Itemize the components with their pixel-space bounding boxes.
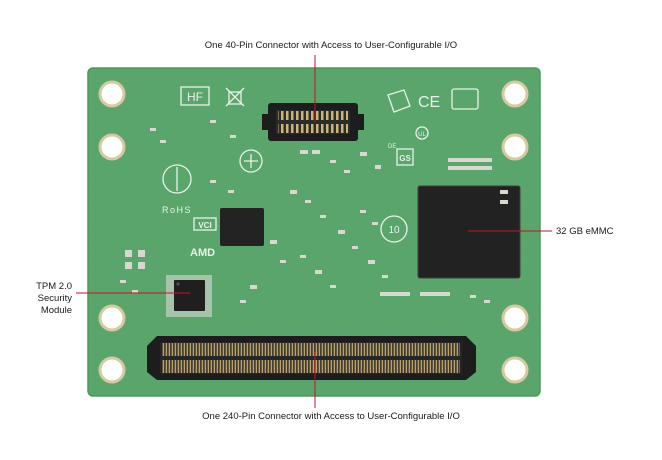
top-connector-label: One 40-Pin Connector with Access to User… (204, 40, 458, 51)
mounting-holes (98, 80, 529, 384)
emmc-chip (418, 186, 520, 278)
small-components (120, 120, 508, 303)
silkscreen (162, 86, 479, 243)
connector-40-pin (262, 103, 364, 141)
rohs-mark: RoHS (162, 205, 192, 215)
hf-mark: HF (187, 90, 203, 104)
recycle-number: 10 (388, 225, 400, 236)
tpm-label: TPM 2.0 Security Module (0, 281, 72, 317)
de-mark: DE (388, 144, 396, 150)
tpm-chip (166, 275, 212, 317)
ul-mark: UL (418, 132, 426, 138)
emmc-label: 32 GB eMMC (556, 226, 614, 237)
bottom-connector-label: One 240-Pin Connector with Access to Use… (202, 411, 460, 422)
tpm-label-line2: Module (40, 305, 72, 316)
gs-mark: GS (399, 154, 411, 163)
vci-mark: VCI (198, 221, 211, 230)
connector-240-pin (147, 336, 476, 380)
ce-mark: CE (418, 94, 440, 111)
leader-lines (76, 55, 552, 408)
amd-logo: AMD (190, 247, 215, 259)
center-chip (220, 208, 264, 246)
tpm-label-line1: TPM 2.0 Security (36, 281, 72, 304)
